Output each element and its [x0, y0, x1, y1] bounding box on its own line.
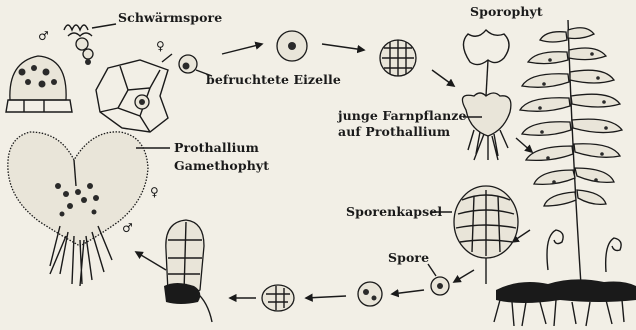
antheridium: [6, 56, 72, 112]
sporangium: [454, 186, 518, 284]
label-sporophyte: Sporophyt: [470, 4, 543, 19]
arrow-6: [454, 270, 474, 282]
spore: [431, 277, 449, 295]
arrow-7: [392, 290, 424, 294]
prothallium-gametophyte: [8, 132, 170, 286]
label-spore: Spore: [388, 250, 429, 265]
male-symbol-top: ♂: [38, 30, 49, 42]
label-young-fern-2: auf Prothallium: [338, 124, 450, 139]
label-prothallium: Prothallium: [174, 140, 259, 155]
arrow-10: [136, 252, 166, 270]
label-fertilized-egg: befruchtete Eizelle: [206, 72, 341, 87]
germinating-spore-2: [262, 285, 294, 311]
arrow-2: [322, 44, 364, 50]
young-prothallium: [164, 220, 212, 322]
label-sporangium: Sporenkapsel: [346, 204, 442, 219]
leader-spore: [428, 264, 436, 276]
label-young-fern-1: junge Farnpflanze: [338, 108, 467, 123]
arrow-1: [222, 44, 262, 54]
sporophyte-fern: [494, 20, 636, 326]
arrow-8: [306, 296, 346, 298]
female-symbol-top: ♀: [156, 40, 165, 52]
label-swarm-spore: Schwärmspore: [118, 10, 222, 25]
archegonium: [96, 54, 172, 132]
embryo-cluster: [380, 40, 416, 76]
spermatozoid: [64, 24, 116, 65]
arrow-3: [432, 70, 454, 86]
male-symbol-prothallium: ♂: [122, 222, 133, 234]
female-symbol-prothallium: ♀: [150, 186, 159, 198]
arrow-4: [516, 138, 532, 152]
label-gametophyte: Gamethophyt: [174, 158, 269, 173]
young-fern-on-prothallium: [462, 30, 510, 160]
germinating-spore-1: [358, 282, 382, 306]
zygote-stage: [277, 31, 307, 61]
